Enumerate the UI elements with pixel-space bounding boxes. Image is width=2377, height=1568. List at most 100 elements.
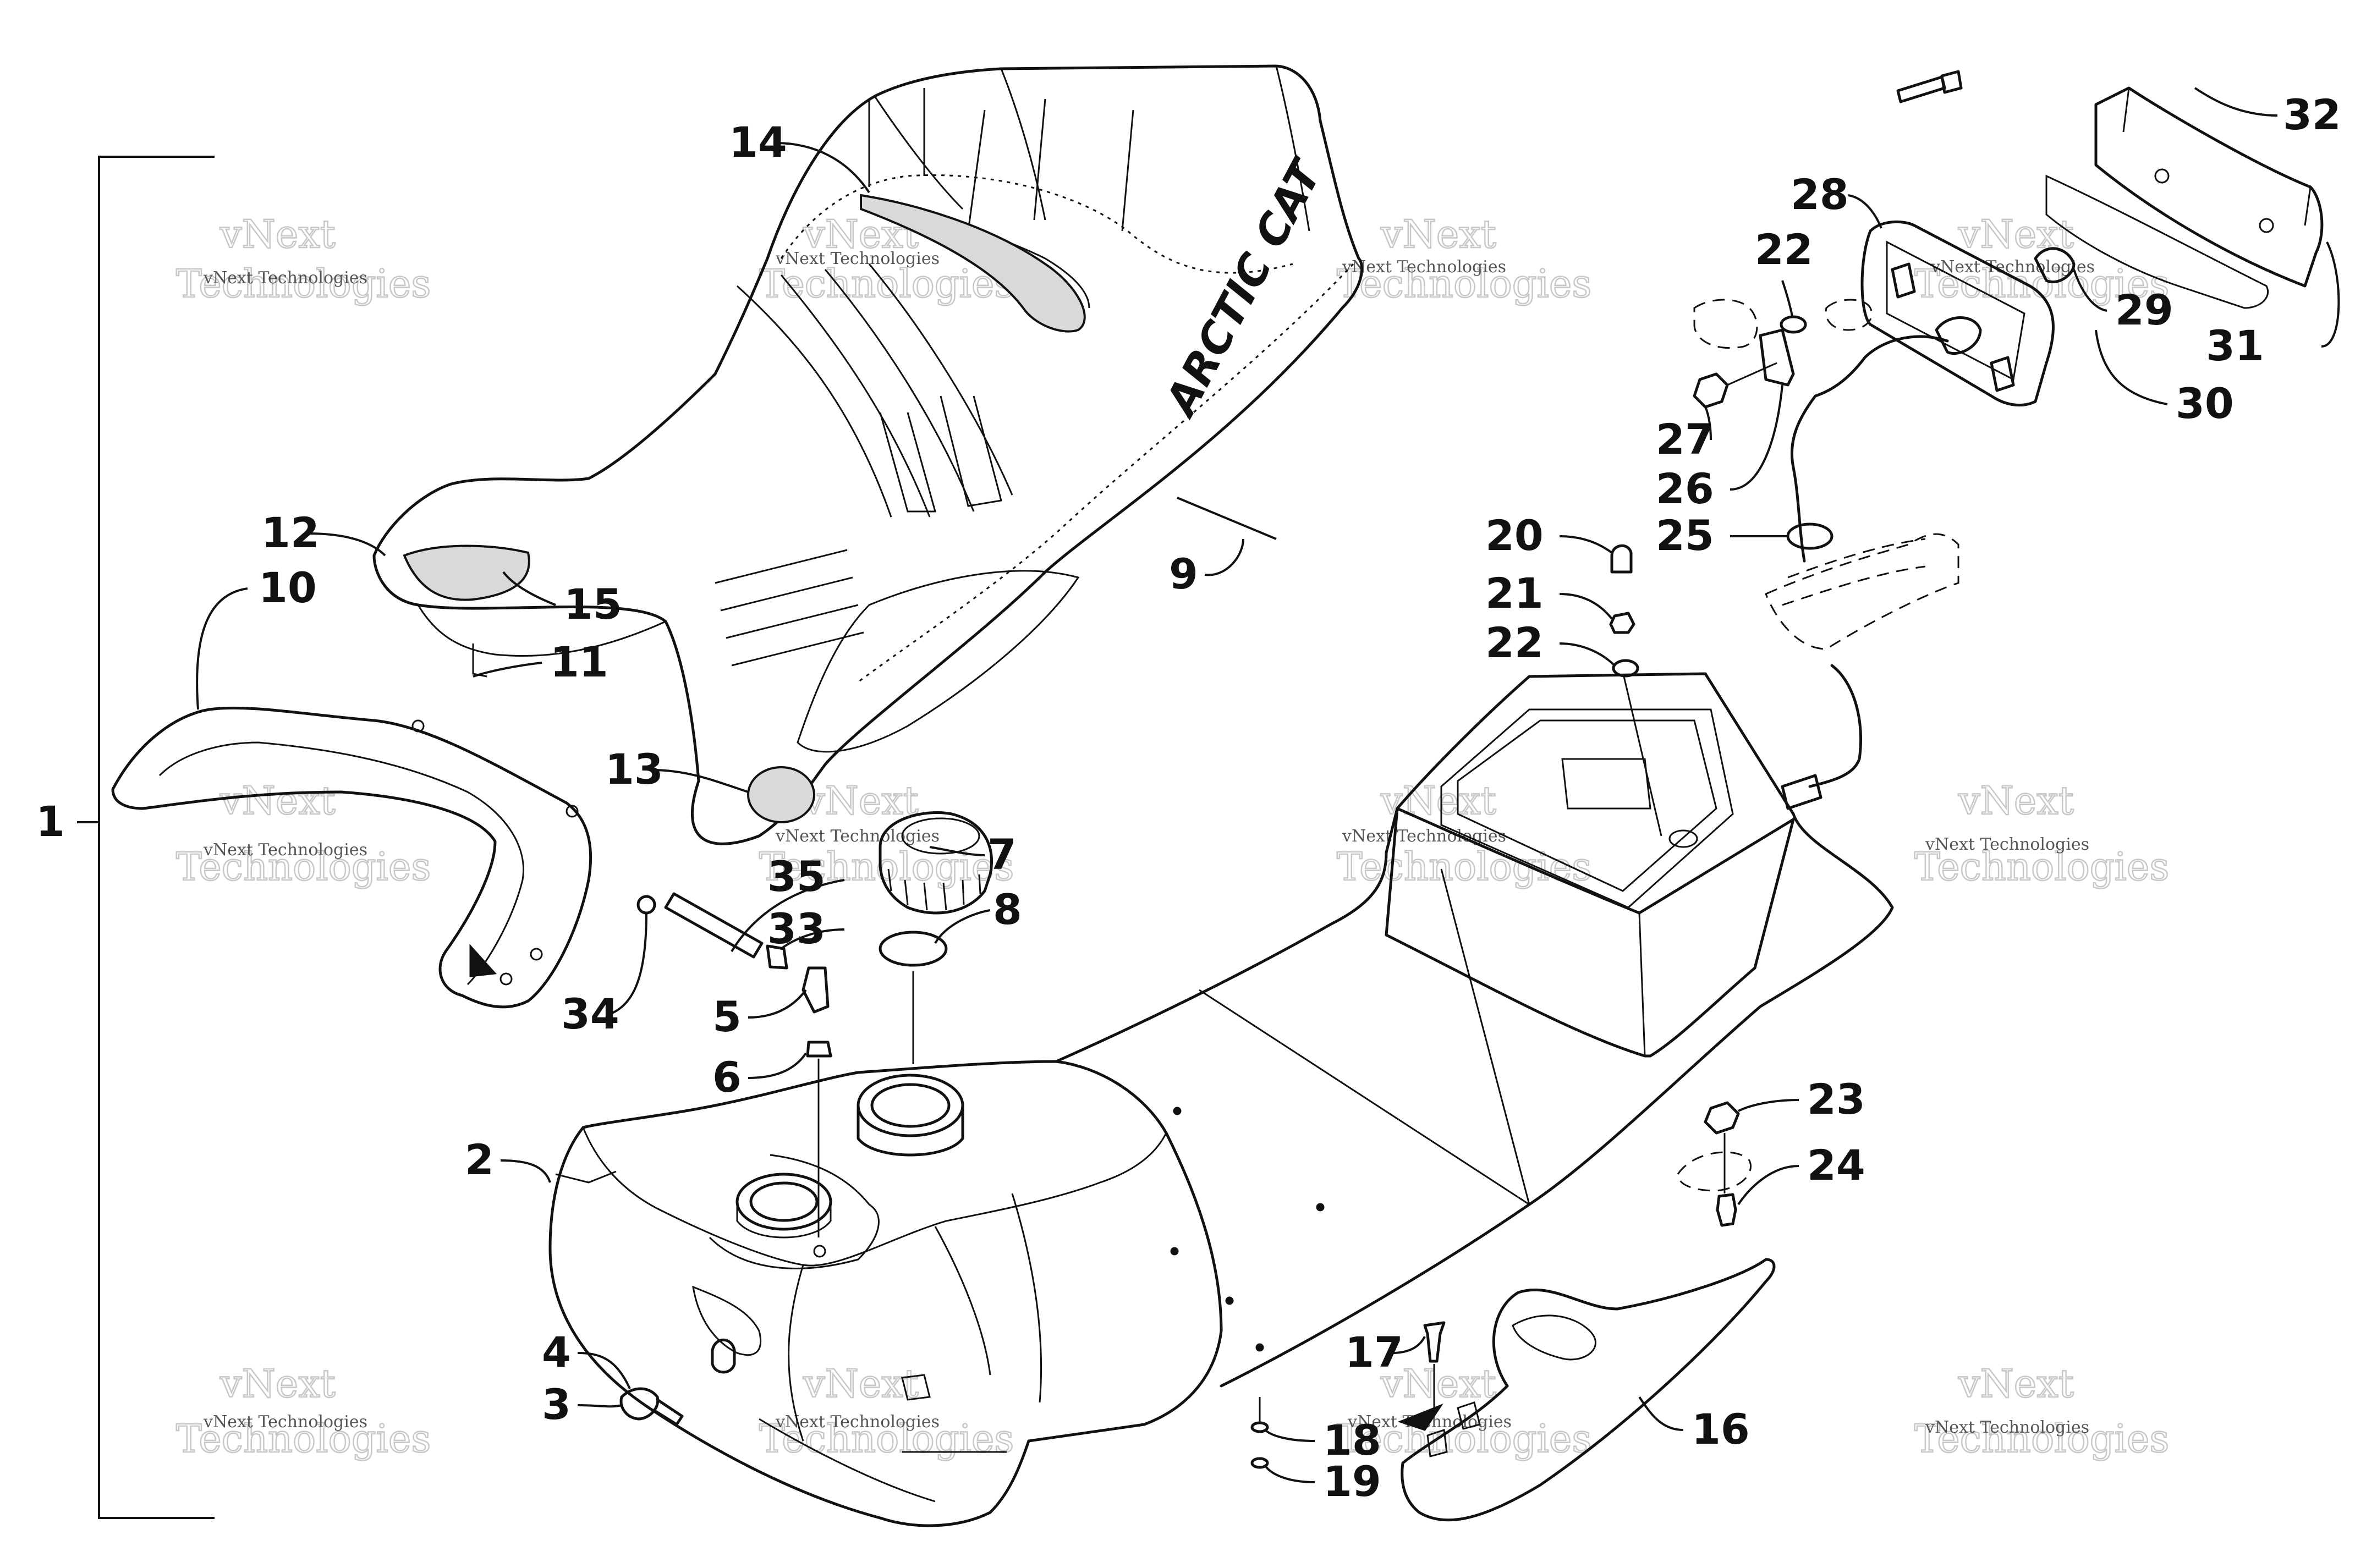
- callout-32: 32: [2283, 90, 2341, 139]
- callout-33: 33: [767, 904, 826, 953]
- svg-text:vNext Technologies: vNext Technologies: [1342, 827, 1506, 846]
- leader-9: [1177, 497, 1277, 576]
- callouts: 1 2 3 4 5 6 7 8 9 10 11 12 13 14 15 16 1…: [36, 90, 2341, 1506]
- wire-harness: [1790, 394, 1862, 788]
- svg-text:Technologies: Technologies: [759, 844, 1014, 889]
- leader-23: [1738, 1099, 1799, 1112]
- bracket-axis: [1727, 362, 1777, 386]
- heel-guard-washer: [1250, 1421, 1269, 1433]
- leader-32: [2194, 87, 2278, 117]
- leader-19: [1264, 1465, 1315, 1483]
- leader-29: [2073, 269, 2107, 312]
- tray-rivet-5: [1255, 1343, 1264, 1352]
- watermark-7: vNext Technologies vNext Technologies: [1336, 778, 1593, 890]
- callout-12: 12: [261, 508, 320, 557]
- tank-drip-lip: [555, 1170, 617, 1184]
- callout-34: 34: [561, 989, 619, 1038]
- hood-outline: [1765, 533, 1959, 650]
- tray-rivet-4: [1225, 1296, 1234, 1305]
- seat-stripes: [879, 395, 1002, 513]
- leader-2: [500, 1159, 551, 1183]
- taillight-base: [1860, 220, 2055, 407]
- svg-text:Technologies: Technologies: [1337, 261, 1591, 306]
- tray-bolt: [1716, 1193, 1737, 1227]
- svg-text:vNext Technologies: vNext Technologies: [775, 1412, 940, 1432]
- rear-trim-inner: [158, 741, 524, 986]
- svg-text:vNext: vNext: [803, 778, 919, 823]
- leader-14: [775, 142, 870, 194]
- leader-5: [748, 989, 807, 1019]
- taillight-screw-boss-2: [2259, 218, 2274, 233]
- callout-22a: 22: [1755, 225, 1813, 274]
- tray-washer-outline: [1677, 1151, 1752, 1192]
- trim-rivet-4: [499, 972, 513, 986]
- seat-back-panels: [868, 88, 1134, 232]
- svg-text:vNext Technologies: vNext Technologies: [1925, 835, 2089, 854]
- callout-15: 15: [564, 580, 622, 629]
- heel-guard-nut: [1250, 1457, 1269, 1469]
- svg-text:vNext: vNext: [219, 778, 336, 823]
- svg-text:vNext Technologies: vNext Technologies: [1930, 257, 2095, 277]
- seat-strap-foam: [860, 194, 1086, 333]
- tray-box-lid: [1457, 719, 1717, 892]
- wire-connector: [1781, 774, 1822, 810]
- leader-21: [1559, 593, 1613, 620]
- fuel-filler-neck-inner: [870, 1083, 951, 1128]
- watermark-5: vNext Technologies vNext Technologies: [175, 778, 432, 890]
- svg-text:vNext: vNext: [1380, 1361, 1496, 1406]
- watermark-4: vNext Technologies vNext Technologies: [1914, 211, 2170, 307]
- watermark-9: vNext Technologies vNext Technologies: [175, 1361, 432, 1462]
- callout-9: 9: [1169, 549, 1198, 598]
- gas-tank-outline: [548, 1060, 1223, 1527]
- leader-26: [1730, 384, 1783, 491]
- svg-text:vNext Technologies: vNext Technologies: [203, 840, 367, 860]
- leader-31: [2321, 241, 2340, 348]
- washer-upper: [1780, 315, 1807, 334]
- leader-22a: [1781, 280, 1793, 317]
- callout-27: 27: [1656, 415, 1714, 464]
- callout-4: 4: [542, 1328, 571, 1377]
- seat-stitching-top: [780, 174, 1293, 274]
- vent-elbow: [802, 966, 830, 1014]
- stud-nut: [1609, 612, 1635, 634]
- taillight-lens: [2045, 174, 2269, 309]
- svg-text:vNext Technologies: vNext Technologies: [1342, 257, 1506, 277]
- taillight-bulb: [2034, 247, 2076, 284]
- leader-6: [748, 1052, 807, 1079]
- leader-34: [607, 912, 647, 1016]
- watermark-12: vNext Technologies vNext Technologies: [1914, 1361, 2170, 1462]
- callout-28: 28: [1791, 170, 1849, 219]
- svg-text:vNext Technologies: vNext Technologies: [203, 268, 367, 288]
- callout-30: 30: [2176, 379, 2234, 428]
- tray-label: [1561, 758, 1651, 810]
- tank-tab: [901, 1374, 931, 1401]
- leader-20: [1559, 535, 1613, 554]
- tray-bolt-hole: [1668, 829, 1698, 848]
- tray-rivet-3: [1170, 1247, 1179, 1256]
- watermark-3: vNext Technologies vNext Technologies: [1336, 211, 1593, 307]
- tray-box: [1385, 807, 1795, 1058]
- watermark-1: vNext Technologies vNext Technologies: [175, 211, 432, 307]
- seat-staple: [472, 643, 487, 678]
- callout-7: 7: [987, 830, 1017, 879]
- svg-text:Technologies: Technologies: [1337, 844, 1591, 889]
- taillight-screw-boss-1: [2154, 168, 2170, 184]
- tray-base: [1055, 672, 1894, 1388]
- leader-28: [1848, 194, 1882, 229]
- washer-upper-dashed: [1825, 299, 1873, 331]
- gas-tank: [548, 1060, 1223, 1527]
- gas-tank-top-edge: [582, 1127, 1167, 1267]
- watermark-8: vNext Technologies vNext Technologies: [1914, 778, 2170, 890]
- callout-5: 5: [712, 992, 742, 1041]
- tray-panel-line-2: [1440, 868, 1530, 1205]
- seat: ARCTIC CAT: [372, 64, 1363, 845]
- leader-15: [502, 571, 556, 606]
- taillight-socket: [1935, 316, 1982, 355]
- leader-11: [473, 662, 542, 678]
- rear-trim: [111, 706, 592, 1009]
- fuel-pump-opening-inner: [749, 1181, 819, 1222]
- leader-4: [577, 1352, 631, 1389]
- taillight-housing-edge: [2122, 87, 2312, 226]
- leader-lines: [196, 87, 2340, 1483]
- leader-27: [1704, 406, 1712, 441]
